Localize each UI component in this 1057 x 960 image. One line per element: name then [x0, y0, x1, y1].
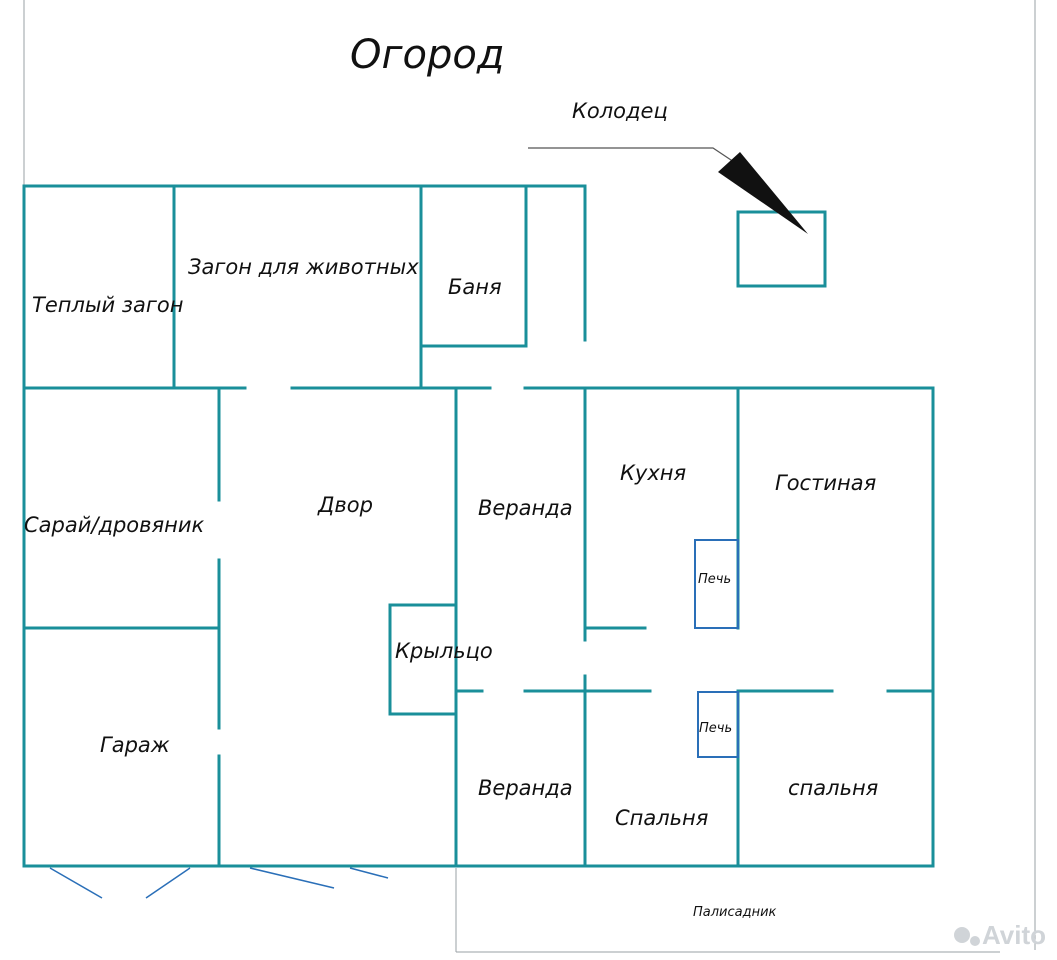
label-stove-1: Печь — [698, 572, 731, 587]
avito-logo-icon — [954, 927, 970, 943]
label-yard: Двор — [317, 493, 373, 517]
plot-boundary — [23, 0, 1036, 953]
stove-1 — [694, 539, 739, 629]
label-veranda-top: Веранда — [478, 496, 573, 520]
label-living-room: Гостиная — [775, 471, 876, 495]
label-warm-pen: Теплый загон — [32, 293, 183, 317]
arrow-icon — [718, 152, 808, 234]
label-well: Колодец — [572, 99, 668, 123]
label-bedroom-2: спальня — [788, 776, 878, 800]
label-bathhouse: Баня — [448, 275, 502, 299]
stove-2 — [697, 691, 739, 758]
label-stove-2: Печь — [699, 721, 732, 736]
label-front-garden: Палисадник — [693, 905, 777, 920]
label-animal-pen: Загон для животных — [188, 255, 419, 279]
label-garden: Огород — [350, 32, 505, 78]
label-porch: Крыльцо — [395, 639, 493, 663]
watermark-text: Avito — [982, 920, 1046, 950]
well-leader — [528, 147, 808, 234]
watermark: Avito — [954, 920, 1046, 950]
label-shed: Сарай/дровяник — [24, 513, 205, 537]
gate-lines — [49, 867, 389, 899]
well — [736, 210, 827, 288]
label-garage: Гараж — [100, 733, 170, 757]
label-kitchen: Кухня — [620, 461, 686, 485]
label-bedroom-1: Спальня — [615, 806, 708, 830]
label-veranda-bottom: Веранда — [478, 776, 573, 800]
walls — [22, 184, 935, 868]
